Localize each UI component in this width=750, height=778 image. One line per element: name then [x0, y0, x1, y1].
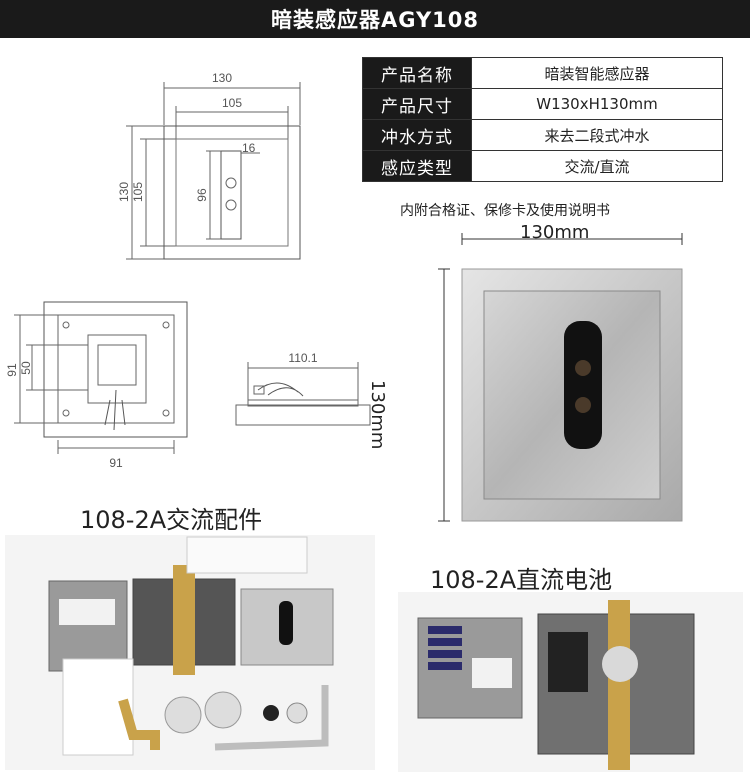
side-view-drawing: 110.1 [235, 351, 371, 426]
dc-kit-photo [398, 592, 743, 772]
dim-back-h1: 91 [5, 363, 19, 377]
front-view-drawing: 130 105 16 130 105 96 [117, 71, 301, 260]
dim-top-height: 130 [117, 182, 131, 202]
spec-value: 交流/直流 [471, 150, 723, 182]
dim-back-h2: 50 [19, 361, 33, 375]
spec-value: W130xH130mm [471, 88, 723, 120]
spec-key: 产品名称 [362, 57, 472, 89]
spec-value: 来去二段式冲水 [471, 119, 723, 151]
sensor-plate-photo [438, 233, 683, 522]
ac-kit-photo [5, 535, 375, 770]
dim-back-w: 91 [109, 456, 123, 470]
spec-row: 产品名称暗装智能感应器 [362, 57, 723, 89]
dim-side-w: 110.1 [288, 351, 317, 365]
dim-top-slot: 16 [242, 141, 256, 155]
sensor-window [564, 321, 602, 449]
photo-width-label: 130mm [520, 222, 590, 243]
page-title: 暗装感应器AGY108 [0, 0, 750, 38]
spec-key: 感应类型 [362, 150, 472, 182]
back-view-drawing: 91 50 91 [5, 301, 188, 470]
spec-row: 冲水方式来去二段式冲水 [362, 119, 723, 151]
dc-kit-label: 108-2A直流电池 [430, 566, 613, 594]
dim-top-slot-h: 96 [195, 188, 209, 202]
dim-top-inner: 105 [222, 96, 242, 110]
spec-value: 暗装智能感应器 [471, 57, 723, 89]
dim-top-inner-h: 105 [131, 182, 145, 202]
photo-height-label: 130mm [367, 380, 388, 450]
package-note: 内附合格证、保修卡及使用说明书 [400, 203, 610, 219]
spec-row: 感应类型交流/直流 [362, 150, 723, 182]
spec-key: 产品尺寸 [362, 88, 472, 120]
spec-key: 冲水方式 [362, 119, 472, 151]
dim-top-width: 130 [212, 71, 232, 85]
ac-kit-label: 108-2A交流配件 [80, 506, 263, 534]
